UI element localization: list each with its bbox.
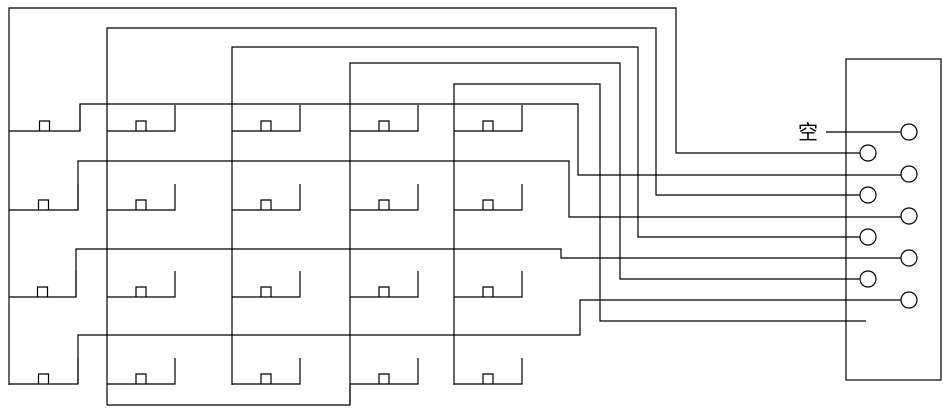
key-switch-r1-c1 bbox=[9, 105, 81, 132]
key-switch-r1-c2 bbox=[107, 105, 176, 132]
connector-body bbox=[845, 58, 942, 381]
column-wires bbox=[8, 7, 866, 406]
connector-pins bbox=[859, 123, 918, 309]
row-wire-1 bbox=[79, 103, 908, 176]
key-switch-r3-c5 bbox=[454, 271, 523, 298]
key-switch-r3-c2 bbox=[107, 271, 176, 298]
column-wire-2 bbox=[106, 27, 866, 405]
connector-pin-8 bbox=[859, 270, 877, 288]
key-switch-r2-c4 bbox=[350, 184, 419, 211]
key-switches bbox=[9, 105, 523, 385]
key-switch-r4-c1 bbox=[9, 358, 79, 385]
column-wire-3 bbox=[231, 46, 866, 385]
connector-pin-2 bbox=[859, 144, 877, 162]
key-switch-r1-c3 bbox=[232, 105, 301, 132]
column-wire-4 bbox=[349, 62, 866, 405]
key-switch-r1-c4 bbox=[350, 105, 419, 132]
key-switch-r4-c2 bbox=[107, 358, 176, 385]
key-switch-r4-c3 bbox=[232, 358, 301, 385]
connector-pin-5 bbox=[900, 207, 918, 225]
key-switch-r4-c5 bbox=[454, 358, 523, 385]
key-switch-r2-c5 bbox=[454, 184, 523, 211]
connector-pin-7 bbox=[900, 249, 918, 267]
key-switch-r4-c4 bbox=[350, 358, 419, 385]
row-wires bbox=[75, 103, 908, 384]
key-switch-r2-c2 bbox=[107, 184, 176, 211]
connector-pin-4 bbox=[859, 186, 877, 204]
unused-pin-label: 空 bbox=[798, 120, 818, 144]
row-wire-3 bbox=[75, 248, 908, 297]
connector-pin-6 bbox=[859, 228, 877, 246]
key-switch-r2-c1 bbox=[9, 184, 79, 211]
key-switch-r1-c5 bbox=[454, 105, 523, 132]
column-wire-5 bbox=[453, 83, 866, 385]
connector-pin-3 bbox=[900, 165, 918, 183]
key-switch-r2-c3 bbox=[232, 184, 301, 211]
connector-pin-9 bbox=[900, 291, 918, 309]
column-bus-2-4 bbox=[107, 385, 351, 406]
key-switch-r3-c3 bbox=[232, 271, 301, 298]
key-switch-r3-c4 bbox=[350, 271, 419, 298]
row-wire-2 bbox=[77, 160, 908, 218]
key-switch-r3-c1 bbox=[9, 271, 77, 298]
column-wire-1 bbox=[8, 7, 866, 385]
connector: 空 bbox=[798, 58, 942, 381]
row-wire-4 bbox=[77, 299, 908, 384]
connector-pin-1 bbox=[900, 123, 918, 141]
